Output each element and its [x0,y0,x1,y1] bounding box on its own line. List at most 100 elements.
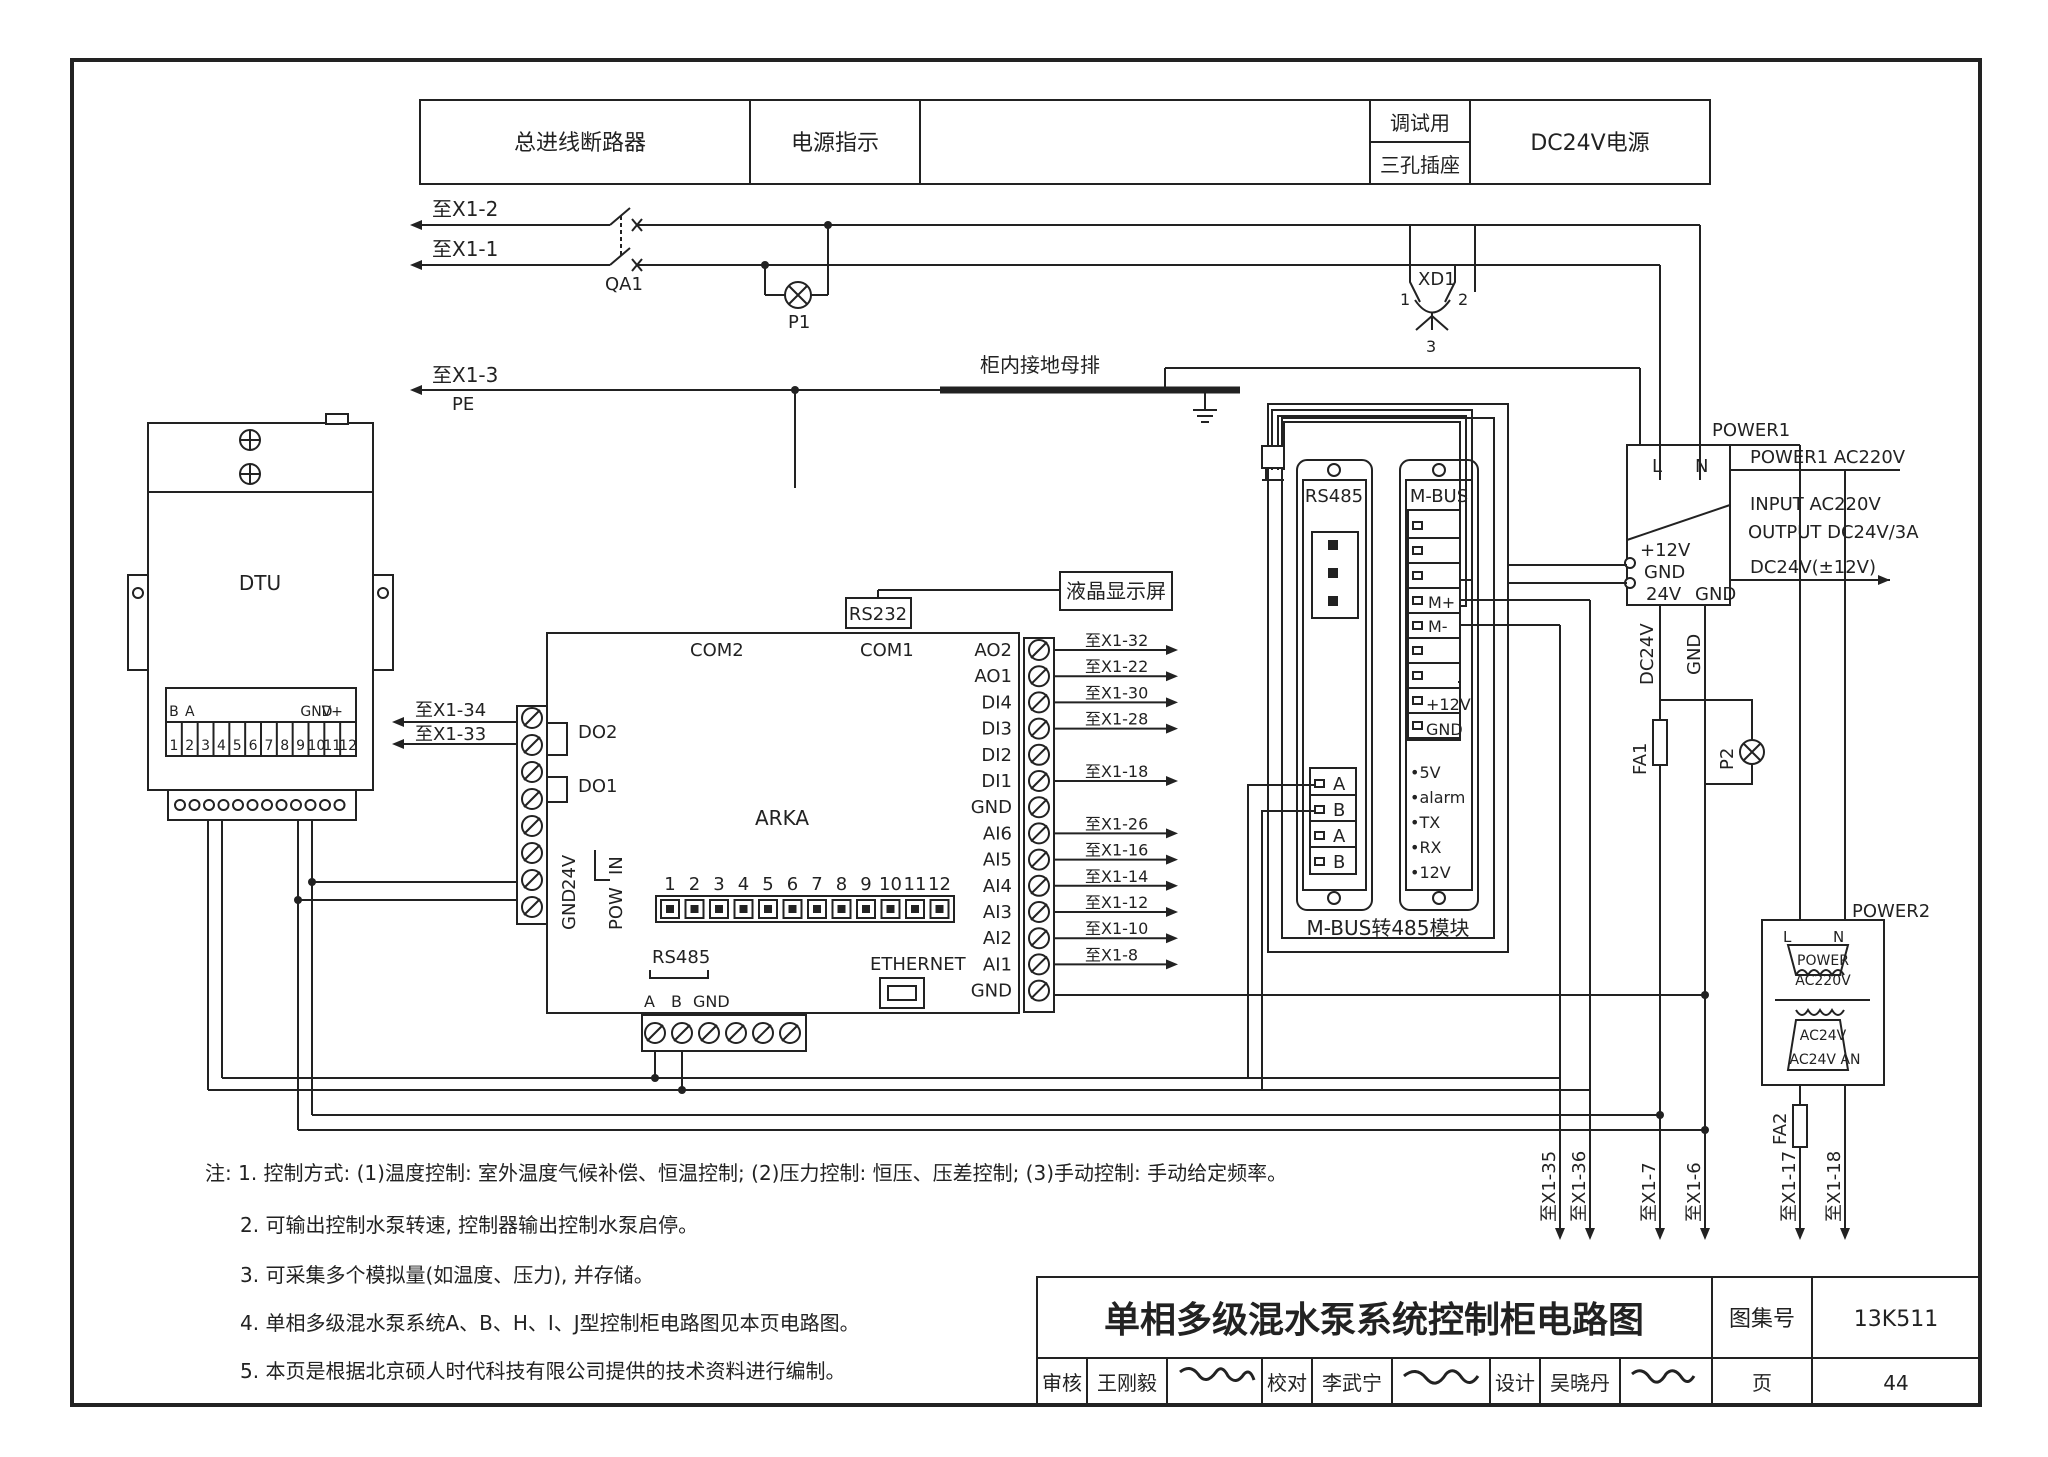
arka-pin-label: AI4 [983,876,1012,897]
arka-com1: COM1 [860,640,914,661]
power1-fa1: FA1 [1630,743,1651,775]
power1-input: INPUT AC220V [1750,494,1881,515]
mbus-slot [1412,721,1423,730]
arka-pin-label: GND [971,981,1012,1002]
mbus-slot [1412,571,1423,580]
mbus-slot [1412,596,1423,605]
ref-x1-34: 至X1-34 [415,700,486,721]
power2-l: L [1783,928,1792,946]
arka-pin-ref: 至X1-22 [1085,657,1148,676]
arka-com2: COM2 [690,640,744,661]
power1-ac: POWER1 AC220V [1750,447,1906,468]
header-dc24-supply: DC24V电源 [1530,131,1649,156]
dtu-screw [217,799,230,811]
note-1: 注: 1. 控制方式: (1)温度控制: 室外温度气候补偿、恒温控制; (2)压… [205,1161,1287,1185]
mbus-slot [1412,671,1423,680]
arka-pin-ref: 至X1-8 [1085,945,1138,964]
dtu-bottom-term-label: 12 [339,738,357,754]
label-xd1: XD1 [1418,269,1456,290]
dtu-screw [261,799,273,811]
power2-n: N [1833,928,1844,946]
mbus-b1: B [1333,800,1345,821]
dtu-bottom-term-label: 10 [308,738,326,754]
arka-pin-label: DI1 [981,771,1012,792]
dtu-top-term-label: V+ [322,704,343,720]
arka-pin-ref: 至X1-16 [1085,841,1148,860]
label-xd1-p2: 2 [1458,290,1468,309]
page-number: 44 [1883,1371,1908,1395]
dtu-bottom-term-label: 5 [233,738,242,754]
arka-lcd: 液晶显示屏 [1066,579,1166,603]
mbus-led-label: •5V [1410,763,1441,782]
arka-pin-ref: 至X1-26 [1085,814,1148,833]
arka-pin-label: AO2 [974,640,1012,661]
power1-gnd2: GND [1695,584,1736,605]
arka-do2: DO2 [578,722,617,743]
designer-name: 吴晓丹 [1550,1371,1610,1395]
note-5: 5. 本页是根据北京硕人时代科技有限公司提供的技术资料进行编制。 [240,1359,845,1383]
drawing-title: 单相多级混水泵系统控制柜电路图 [1104,1300,1644,1341]
power1-gnd-vert: GND [1684,634,1705,675]
mbus-mminus: M- [1428,617,1448,636]
arka-pin-label: DI2 [981,745,1012,766]
dtu-bottom-term-label: 9 [296,738,305,754]
ref-x1-36: 至X1-36 [1569,1151,1590,1222]
power2-ac24an: AC24V AN [1790,1052,1861,1068]
ref-x1-2: 至X1-2 [432,197,498,221]
dtu-screw [333,799,346,811]
dtu-top-term-label: B [169,704,179,720]
dtu-bottom-term-label: 4 [217,738,226,754]
arka-pin-label: DI3 [981,719,1012,740]
dtu-bottom-term-label: 11 [323,738,341,754]
dip-number: 9 [860,874,871,895]
header-main-breaker: 总进线断路器 [514,131,646,156]
power1-l: L [1652,456,1662,477]
arka-ethernet: ETHERNET [870,954,967,975]
reviewer-name: 王刚毅 [1097,1371,1157,1395]
dtu-bottom-term-label: 8 [280,738,289,754]
dip-number: 8 [836,874,847,895]
power1-output: OUTPUT DC24V/3A [1748,522,1919,543]
dtu-screw [174,799,186,811]
power1-dc: DC24V(±12V) [1750,557,1876,578]
mbus-led-label: •12V [1410,863,1451,882]
dtu-bottom-term-label: 7 [264,738,273,754]
arka-24v: 24V [559,854,580,890]
power1-p12: +12V [1640,540,1691,561]
arka-pin-ref: 至X1-28 [1085,710,1148,729]
ref-x1-1: 至X1-1 [432,237,498,261]
dtu-screw [319,799,331,811]
dip-number: 3 [713,874,724,895]
title-block: 单相多级混水泵系统控制柜电路图 图集号 13K511 审核 王刚毅 校对 李武宁… [1036,1276,1981,1406]
mbus-a2: A [1333,826,1346,847]
power2-fa2: FA2 [1770,1113,1791,1145]
dtu-screw [203,799,215,811]
header-power-indicator: 电源指示 [791,131,879,156]
arka-rs232: RS232 [849,604,907,625]
mbus-rs485-label: RS485 [1305,486,1363,507]
dtu-top-term-label: A [185,704,195,720]
dip-number: 10 [879,874,902,895]
page-label: 页 [1752,1371,1772,1395]
mbus-gnd: GND [1426,720,1463,739]
power2-name: POWER2 [1852,901,1930,922]
ref-x1-18: 至X1-18 [1824,1151,1845,1222]
label-p1: P1 [788,312,810,333]
header-table: 总进线断路器 电源指示 调试用 三孔插座 DC24V电源 [419,99,1711,185]
arka-rs485-gnd: GND [693,992,730,1011]
arka-rs485: RS485 [652,947,710,968]
atlas-number: 13K511 [1854,1307,1938,1332]
mbus-slot [1412,646,1423,655]
mbus-led-label: •TX [1410,813,1440,832]
mbus-a1: A [1333,774,1346,795]
ref-x1-35: 至X1-35 [1539,1151,1560,1222]
designer-signature [1631,1369,1696,1384]
power2-ac24: AC24V [1800,1028,1847,1044]
power1-24v: 24V [1646,584,1682,605]
mbus-slot [1412,546,1423,555]
note-4: 4. 单相多级混水泵系统A、B、H、I、J型控制柜电路图见本页电路图。 [240,1311,860,1335]
reviewer-signature [1179,1367,1256,1382]
